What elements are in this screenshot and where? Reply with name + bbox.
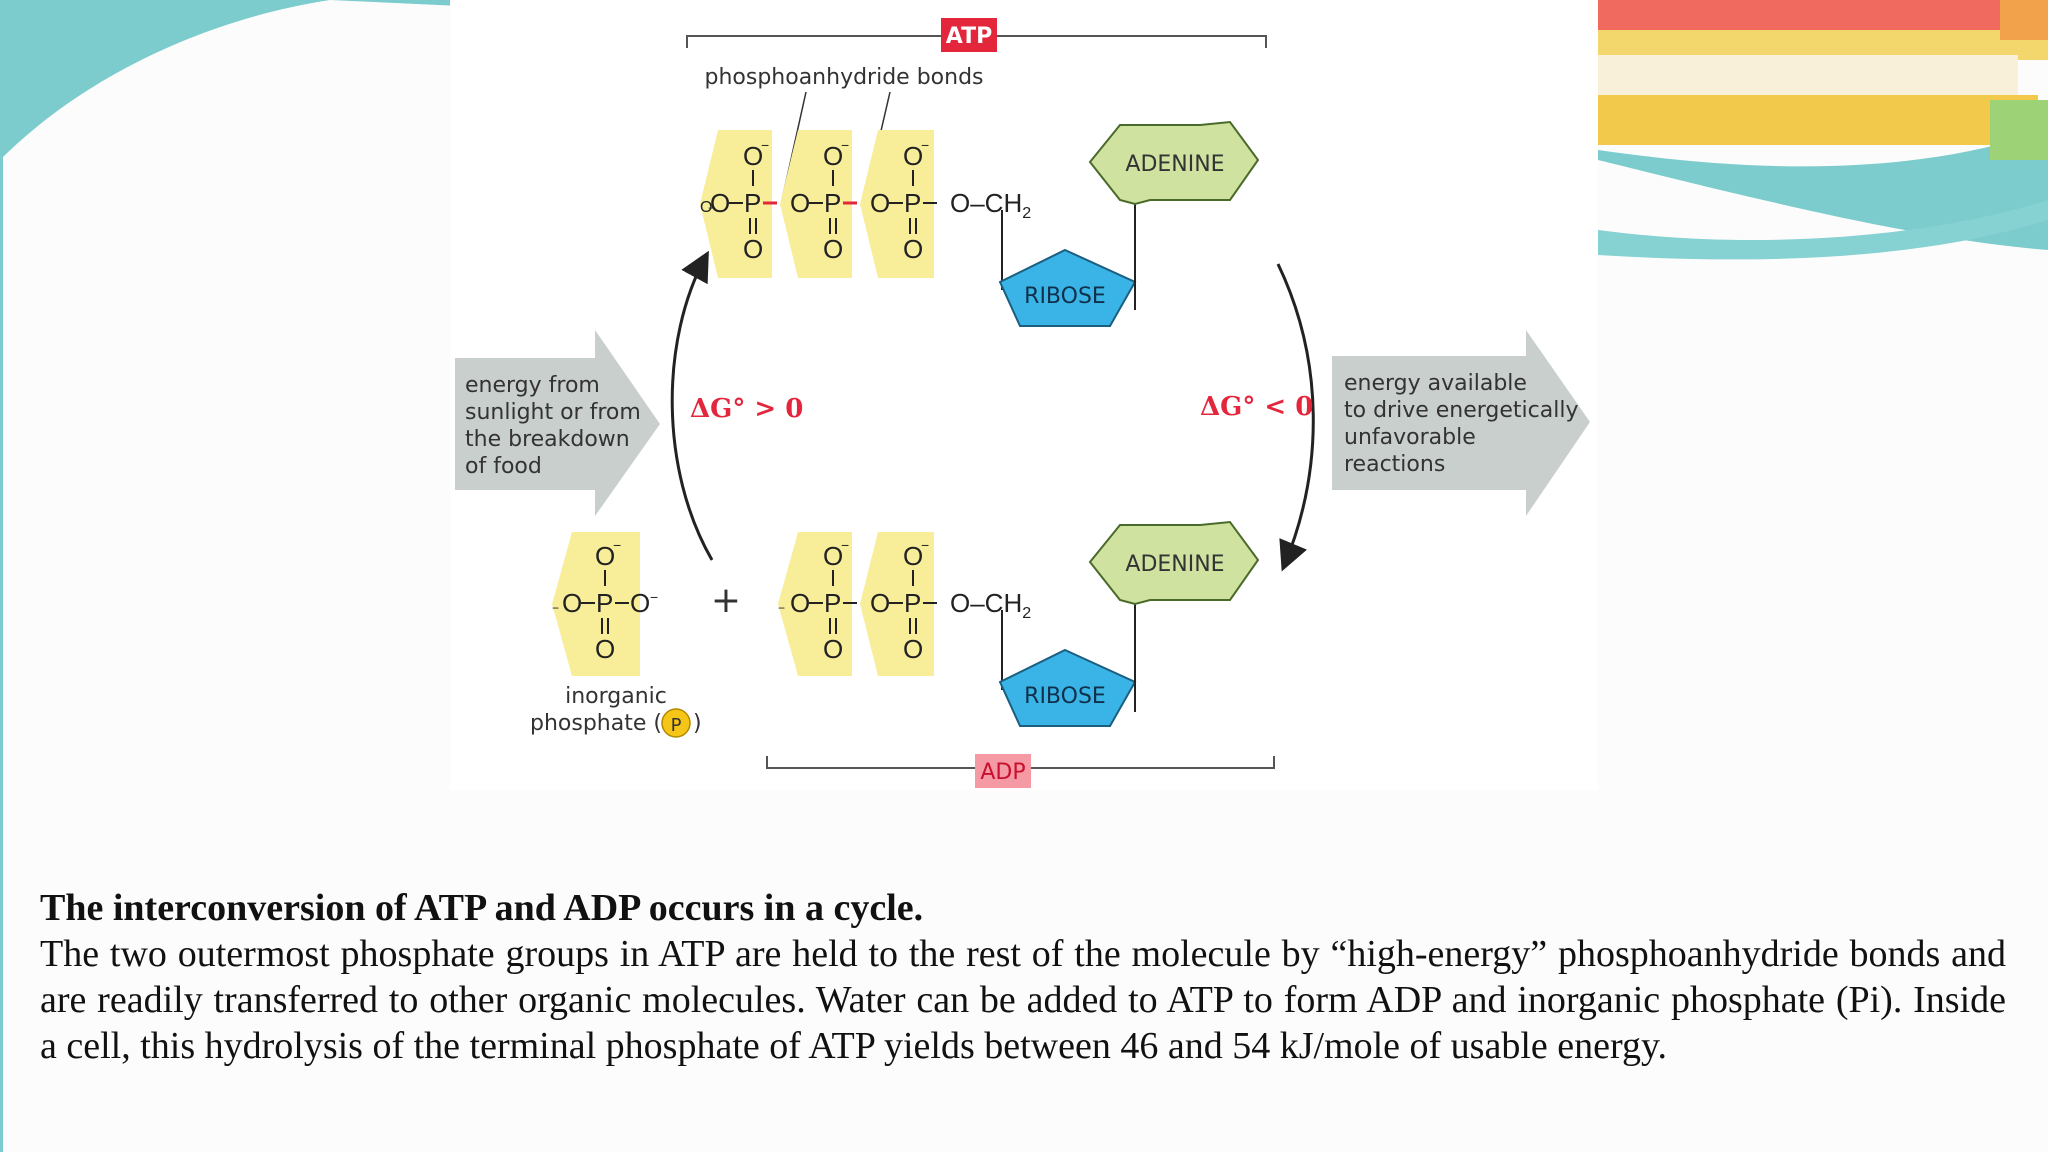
pi-label-line1: inorganic: [565, 684, 667, 709]
atp-adenine-shape: [1088, 120, 1260, 206]
svg-text:O: O: [823, 141, 843, 171]
svg-text:−: −: [841, 537, 849, 553]
atp-bracket: ATP: [686, 18, 1267, 52]
svg-text:O: O: [903, 541, 923, 571]
atp-label: ATP: [946, 24, 992, 49]
svg-text:P: P: [596, 588, 613, 618]
svg-text:−: −: [921, 137, 929, 153]
plus-sign: +: [711, 580, 741, 621]
svg-text:O: O: [903, 141, 923, 171]
adp-adenine-label: ADENINE: [1125, 552, 1224, 577]
adp-sugar-base: RIBOSE ADENINE: [998, 520, 1260, 727]
adp-ribose-label: RIBOSE: [1024, 684, 1106, 709]
caption-body: The two outermost phosphate groups in AT…: [40, 933, 2006, 1067]
left-edge-line: [0, 150, 3, 1152]
svg-text:−: −: [921, 537, 929, 553]
inorganic-phosphate: − O P O − O O − inorganic phosphate ( P …: [530, 532, 702, 738]
hydrolysis-arrow: [1276, 263, 1315, 572]
svg-text:P: P: [671, 715, 682, 736]
svg-text:−: −: [778, 601, 785, 615]
svg-text:P: P: [904, 188, 921, 218]
books-illustration: [1598, 0, 2048, 160]
svg-text:O: O: [903, 634, 923, 664]
teal-wave-right: [1598, 130, 2048, 250]
svg-text:O: O: [823, 234, 843, 264]
svg-text:O: O: [903, 234, 923, 264]
svg-text:−: −: [761, 137, 769, 153]
svg-text:O: O: [790, 188, 810, 218]
svg-text:P: P: [824, 588, 841, 618]
adp-structure: − O P O − O O P O − O O–CH2: [778, 537, 1031, 690]
svg-text:−: −: [841, 137, 849, 153]
atp-adenine-label: ADENINE: [1125, 152, 1224, 177]
atp-structure: O − O P O − O O P O − O O P O − O O–CH2: [700, 137, 1031, 290]
svg-text:O: O: [743, 141, 763, 171]
pi-label-line2: phosphate (: [530, 711, 662, 736]
energy-out-arrow: energy available to drive energetically …: [1332, 330, 1590, 516]
svg-text:O: O: [595, 634, 615, 664]
svg-text:): ): [693, 711, 702, 736]
atp-tag: [941, 18, 997, 52]
svg-text:P: P: [744, 188, 761, 218]
svg-text:−: −: [552, 601, 559, 615]
adp-label: ADP: [980, 760, 1025, 785]
atp-sugar-base: RIBOSE ADENINE: [998, 120, 1260, 327]
svg-text:−: −: [708, 201, 715, 215]
svg-text:O: O: [562, 588, 582, 618]
delta-g-negative: ΔG° < 0: [1200, 392, 1313, 422]
svg-text:−: −: [613, 537, 621, 553]
adp-ribose-shape: [998, 648, 1137, 727]
svg-text:O: O: [743, 234, 763, 264]
svg-text:P: P: [904, 588, 921, 618]
atp-o-terminal: O: [700, 199, 712, 216]
energy-in-arrow: energy from sunlight or from the breakdo…: [455, 330, 660, 516]
svg-text:O: O: [823, 634, 843, 664]
adp-adenine-shape: [1088, 520, 1260, 606]
svg-text:O: O: [595, 541, 615, 571]
atp-ribose-shape: [998, 248, 1137, 327]
svg-text:O: O: [790, 588, 810, 618]
svg-text:O: O: [870, 188, 890, 218]
atp-ribose-label: RIBOSE: [1024, 284, 1106, 309]
bonds-label: phosphoanhydride bonds: [705, 65, 984, 90]
caption: The interconversion of ATP and ADP occur…: [40, 885, 2006, 1069]
energy-out-text: energy available to drive energetically …: [1344, 371, 1585, 477]
svg-text:−: −: [650, 589, 658, 605]
svg-text:O: O: [630, 588, 650, 618]
atp-ch2: O–CH2: [950, 188, 1031, 222]
teal-wave-left: [0, 0, 330, 160]
delta-g-positive: ΔG° > 0: [690, 394, 803, 424]
adp-bracket: ADP: [766, 754, 1275, 788]
energy-in-text: energy from sunlight or from the breakdo…: [465, 373, 648, 479]
teal-wave-right-2: [1598, 200, 2048, 260]
svg-text:O: O: [710, 188, 730, 218]
phosphate-badge: [661, 708, 691, 738]
svg-text:P: P: [824, 188, 841, 218]
adp-tag: [975, 754, 1031, 788]
svg-text:O: O: [870, 588, 890, 618]
svg-text:O: O: [823, 541, 843, 571]
synthesis-arrow: [670, 250, 714, 561]
caption-title: The interconversion of ATP and ADP occur…: [40, 887, 924, 929]
adp-ch2: O–CH2: [950, 588, 1031, 622]
